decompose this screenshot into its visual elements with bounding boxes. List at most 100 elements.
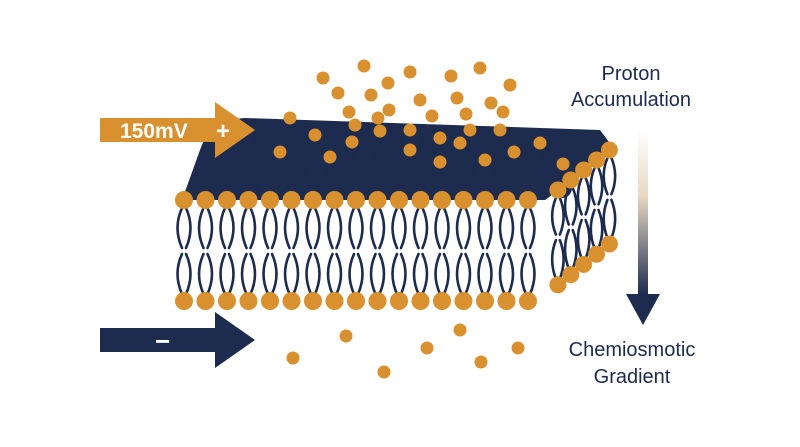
lipid-tail	[442, 206, 450, 250]
lipid-tail	[442, 252, 450, 296]
lipid-tail	[571, 186, 578, 226]
lipid-tail	[498, 206, 506, 250]
proton	[478, 153, 492, 167]
lipid-head	[476, 191, 494, 209]
proton	[493, 123, 507, 137]
lipid-head-top	[381, 130, 401, 150]
lipid-tail	[227, 252, 235, 296]
lipid-head	[600, 141, 618, 159]
lipid-head	[261, 292, 279, 310]
lipid-head	[433, 191, 451, 209]
lipid-head	[588, 151, 606, 169]
proton	[433, 155, 447, 169]
proton	[403, 123, 417, 137]
lipid-head	[519, 292, 537, 310]
lipid-tail	[421, 206, 429, 250]
proton	[286, 351, 300, 365]
lipid-tail	[589, 166, 596, 206]
lipid-tail	[292, 252, 300, 296]
lipid-head-top	[375, 146, 395, 166]
lipid-head	[325, 191, 344, 209]
lipid-head	[196, 191, 215, 209]
lipid-head-top	[318, 130, 338, 150]
lipid-tail	[369, 206, 377, 250]
lipid-tail	[528, 206, 536, 250]
lipid-tail	[597, 166, 604, 206]
proton	[413, 93, 427, 107]
protons-sparse	[286, 323, 525, 379]
lipid-tail	[369, 252, 377, 296]
gradient-arrow	[626, 130, 660, 325]
proton	[433, 131, 447, 145]
proton	[381, 76, 395, 90]
lipid-head-top	[459, 146, 479, 166]
lipid-tail	[434, 206, 442, 250]
lipid-head	[218, 292, 236, 310]
proton	[556, 157, 570, 171]
lipid-tail	[602, 198, 609, 240]
lipid-head-top	[348, 162, 368, 182]
lipid-tail	[326, 206, 334, 250]
lipid-head-top	[369, 162, 389, 182]
lipid-tail	[610, 198, 617, 240]
proton	[342, 105, 356, 119]
lipid-tail	[391, 252, 399, 296]
lipid-tail	[335, 252, 343, 296]
lipid-tail	[326, 252, 334, 296]
label-chemiosmotic: Chemiosmotic	[569, 339, 696, 361]
lipid-tail	[589, 208, 596, 250]
lipid-head	[304, 292, 322, 310]
lipid-head	[562, 266, 580, 284]
lipid-heads-side	[549, 141, 618, 294]
proton	[511, 341, 525, 355]
lipid-head	[588, 245, 606, 263]
lipid-tail	[576, 176, 583, 216]
proton	[382, 103, 396, 117]
proton	[503, 78, 517, 92]
lipid-tail	[507, 206, 515, 250]
lipid-tail	[550, 238, 558, 281]
lipid-head-top	[333, 146, 353, 166]
proton	[453, 323, 467, 337]
proton	[459, 107, 473, 121]
lipid-tail	[550, 196, 558, 236]
lipid-tail	[206, 252, 214, 296]
lipid-tail	[283, 206, 291, 250]
lipid-head-top	[495, 162, 515, 182]
proton	[403, 65, 417, 79]
lipid-head-top	[249, 146, 269, 166]
lipid-tail	[464, 206, 472, 250]
lipid-tail	[184, 206, 192, 250]
lipid-head	[433, 292, 451, 310]
lipid-head-top	[549, 130, 569, 150]
lipid-tails-side	[550, 156, 617, 281]
lipid-tail	[507, 252, 515, 296]
plus-sign: +	[216, 118, 230, 145]
lipid-tail	[197, 206, 205, 250]
lipid-head	[175, 191, 193, 209]
proton	[377, 365, 391, 379]
lipid-tail	[240, 252, 248, 296]
lipid-head-top	[276, 130, 296, 150]
lipid-head	[218, 191, 236, 209]
proton	[348, 118, 362, 132]
lipid-head	[282, 191, 301, 209]
proton	[308, 128, 322, 142]
lipid-tail	[197, 252, 205, 296]
lipid-tail	[477, 206, 485, 250]
lipid-tail	[563, 186, 571, 226]
lipid-tail	[584, 218, 591, 260]
lipid-tails-front	[176, 206, 536, 296]
lipid-head-top	[243, 162, 263, 182]
lipid-tail	[498, 252, 506, 296]
lipid-tail	[571, 228, 578, 270]
lipid-tail	[270, 252, 278, 296]
lipid-tail	[378, 252, 386, 296]
label-proton: Proton	[602, 63, 661, 85]
lipid-tail	[528, 252, 536, 296]
lipid-head	[549, 181, 567, 199]
lipid-tail	[305, 206, 313, 250]
lipid-head-top	[222, 162, 242, 182]
protons-accumulated	[273, 59, 570, 171]
lipid-tail	[477, 252, 485, 296]
